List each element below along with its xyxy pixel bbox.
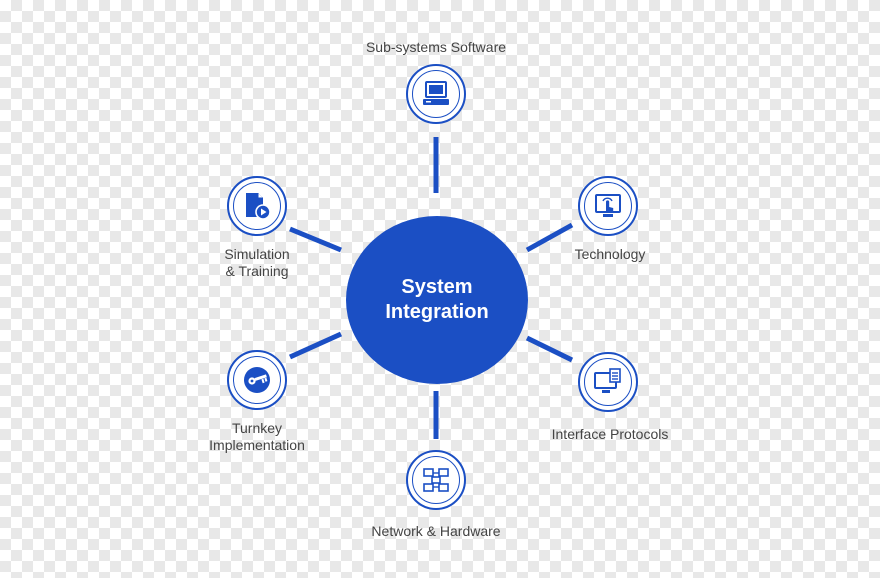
hub-title-line1: System: [401, 276, 473, 298]
monitor-document-icon: [594, 368, 621, 393]
node-technology: [578, 176, 638, 236]
key-icon: [244, 367, 270, 393]
node-simulation: [227, 176, 287, 236]
node-label-technology: Technology: [574, 246, 646, 262]
network-nodes-icon: [423, 468, 449, 492]
connector-technology: [525, 222, 574, 253]
connector-turnkey: [288, 331, 343, 360]
node-subsystems: [406, 64, 466, 124]
node-label-interface: Interface Protocols: [551, 426, 669, 442]
connector-simulation: [289, 226, 342, 253]
touch-screen-icon: [595, 194, 621, 217]
node-turnkey: [227, 350, 287, 410]
node-network: [406, 450, 466, 510]
node-label-subsystems: Sub-systems Software: [365, 39, 507, 55]
hub-title-line2: Integration: [385, 301, 489, 323]
file-play-icon: [246, 193, 271, 220]
node-label-turnkey: Turnkey Implementation: [209, 420, 305, 453]
system-integration-hub: System Integration: [346, 216, 528, 384]
connector-interface: [525, 335, 574, 363]
node-label-simulation: Simulation & Training: [224, 246, 290, 279]
node-label-network: Network & Hardware: [371, 523, 501, 539]
computer-terminal-icon: [423, 81, 449, 105]
node-interface: [578, 352, 638, 412]
